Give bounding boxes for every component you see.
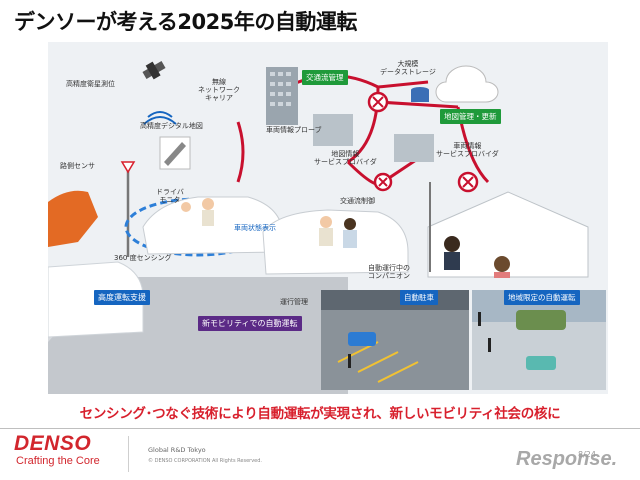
label-satellite: 高精度衛星測位 [66,80,115,88]
label-operation-management: 運行管理 [280,298,308,306]
label-wireless-network: 無線 ネットワーク キャリア [198,78,240,102]
denso-logo: DENSO [14,432,91,456]
summary-caption: センシング･つなぐ技術により自動運転が実現され、新しいモビリティ社会の核に [0,402,640,422]
tag-traffic-management: 交通流管理 [302,70,348,85]
org-name: Global R&D Tokyo [148,446,206,454]
label-driver-monitor: ドライバ モニタ [156,188,184,204]
label-360-sensing: 360 度センシング [114,254,172,262]
label-autonomous-companion: 自動運行中の コンパニオン [368,264,410,280]
footer-divider [0,428,640,429]
page-title: デンソーが考える2025年の自動運転 [14,6,357,36]
tag-new-mobility: 新モビリティでの自動運転 [198,316,302,331]
label-vehicle-status: 車両状態表示 [234,224,276,232]
page-number: 8/24 [578,450,596,459]
tag-auto-parking: 自動駐車 [400,290,438,305]
label-hd-map: 高精度デジタル地図 [140,122,203,130]
tag-advanced-driving-support: 高度運転支援 [94,290,150,305]
diagram-illustration [48,42,608,394]
response-watermark: Response. [516,448,617,471]
tag-map-management: 地図管理・更新 [440,109,501,124]
label-map-provider: 地図情報 サービスプロバイダ [314,150,377,166]
label-vehicle-provider: 車両情報 サービスプロバイダ [436,142,499,158]
label-roadside-sensor: 路側センサ [60,162,95,170]
tag-area-limited-driving: 地域限定の自動運転 [504,290,580,305]
autonomous-driving-diagram: 高精度衛星測位 無線 ネットワーク キャリア 高精度デジタル地図 路側センサ ド… [48,42,608,394]
label-big-data-storage: 大規模 データストレージ [380,60,436,76]
label-vehicle-probe: 車両情報プローブ [266,126,322,134]
slogan: Crafting the Core [16,455,100,467]
copyright: © DENSO CORPORATION All Rights Reserved. [148,458,262,464]
label-traffic-control: 交通流制御 [340,197,375,205]
footer-separator [128,436,129,472]
